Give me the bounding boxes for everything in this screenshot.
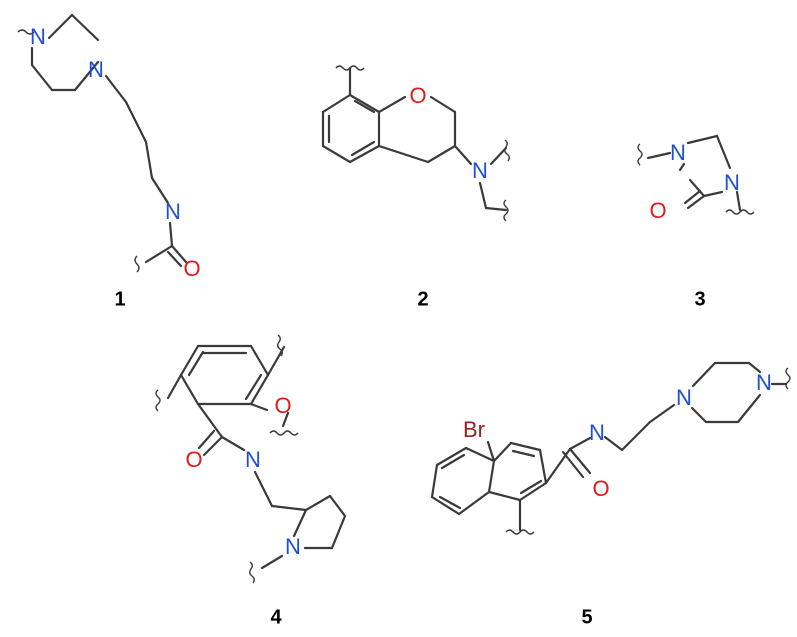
compound-number-4: 4: [270, 606, 282, 628]
compound-number-5: 5: [581, 606, 592, 628]
attachment-wavy: [155, 389, 161, 412]
atom-nitrogen: N: [472, 158, 488, 183]
atom-nitrogen: N: [676, 385, 692, 410]
atom-nitrogen: N: [724, 170, 740, 195]
attachment-wavy: [637, 143, 643, 166]
attachment-wavy: [785, 367, 791, 390]
attachment-wavy: [277, 334, 283, 357]
compound-3-structure: [637, 134, 755, 215]
attachment-wavy: [725, 209, 755, 215]
compound-number-3: 3: [694, 288, 705, 310]
attachment-wavy: [249, 561, 255, 584]
attachment-wavy: [505, 529, 535, 535]
atom-bromine: Br: [463, 417, 485, 442]
compound-number-1: 1: [114, 288, 125, 310]
atom-oxygen: O: [409, 83, 426, 108]
atom-oxygen: O: [185, 447, 202, 472]
attachment-wavy: [134, 255, 140, 273]
atom-oxygen: O: [183, 256, 200, 281]
compound-4-structure: [155, 334, 347, 584]
compound-2-structure: [321, 65, 510, 222]
atom-oxygen: O: [274, 393, 291, 418]
attachment-wavy: [504, 139, 510, 162]
compound-5-structure: [430, 361, 791, 535]
atom-nitrogen: N: [30, 24, 46, 49]
atom-nitrogen: N: [756, 370, 772, 395]
attachment-wavy: [503, 199, 509, 222]
attachment-wavy: [269, 430, 299, 436]
attachment-wavy: [17, 29, 35, 35]
atom-nitrogen: N: [245, 447, 261, 472]
atom-oxygen: O: [592, 476, 609, 501]
atom-oxygen: O: [649, 198, 666, 223]
atom-nitrogen: N: [670, 140, 686, 165]
compound-number-2: 2: [417, 288, 428, 310]
compound-1-structure: [17, 13, 188, 273]
atom-nitrogen: N: [589, 420, 605, 445]
atom-nitrogen: N: [88, 57, 104, 82]
atom-nitrogen: N: [165, 199, 181, 224]
atom-nitrogen: N: [285, 534, 301, 559]
attachment-wavy: [335, 65, 365, 71]
